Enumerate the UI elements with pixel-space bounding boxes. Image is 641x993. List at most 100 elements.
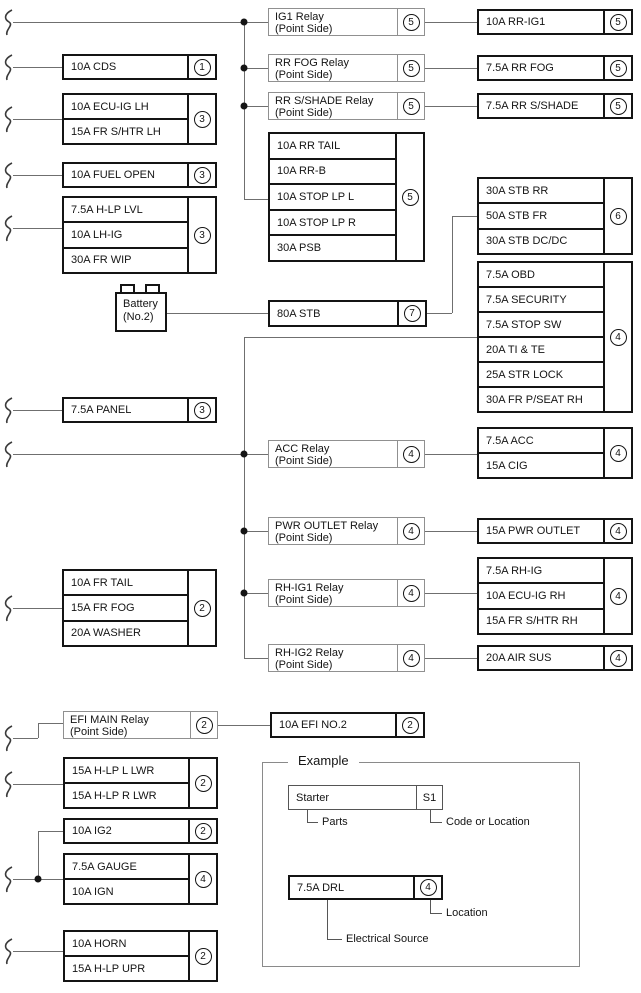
relay-label-line1: ACC Relay	[275, 443, 330, 455]
location-badge: 2	[194, 822, 212, 840]
location-badge: 4	[402, 584, 420, 602]
location-cell: 2	[188, 759, 216, 807]
location-cell: 4	[413, 877, 441, 898]
location-cell: 5	[397, 93, 424, 119]
location-badge: 6	[609, 207, 627, 225]
wire-segment	[425, 658, 477, 659]
fuse-box-air-sus: 20A AIR SUS 4	[477, 645, 633, 671]
wire-segment	[244, 106, 268, 107]
wire-segment	[13, 410, 62, 411]
fuse-label: 10A IG2	[72, 825, 112, 837]
fuse-label: 10A EFI NO.2	[279, 719, 347, 731]
wire-segment	[244, 658, 268, 659]
relay-label-line1: IG1 Relay	[275, 11, 324, 23]
fuse-box-hlp-lvl: 7.5A H-LP LVL 10A LH-IG 30A FR WIP 3	[62, 196, 217, 274]
location-badge: 5	[402, 97, 420, 115]
relay-label: RH-IG1 Relay (Point Side)	[269, 580, 397, 606]
junction-dot	[240, 589, 248, 597]
wire-segment	[244, 337, 245, 658]
fuse-label: 7.5A ACC	[479, 429, 603, 454]
wire-segment	[425, 593, 477, 594]
location-badge: 4	[402, 649, 420, 667]
fuse-label: 10A RR-IG1	[486, 16, 546, 28]
location-cell: 3	[187, 164, 215, 186]
location-badge: 5	[609, 13, 627, 31]
fuse-box-rh-block: 7.5A RH-IG 10A ECU-IG RH 15A FR S/HTR RH…	[477, 557, 633, 635]
location-cell: 5	[603, 57, 631, 79]
fuse-box-80a-stb: 80A STB 7	[268, 300, 427, 327]
fuse-label: 7.5A STOP SW	[479, 313, 603, 338]
location-cell: 3	[187, 198, 215, 272]
location-badge: 2	[195, 716, 213, 734]
location-badge: 4	[609, 649, 627, 667]
location-cell: 2	[395, 714, 423, 736]
relay-box-ig1: IG1 Relay (Point Side) 5	[268, 8, 425, 36]
fuse-box-cds: 10A CDS 1	[62, 54, 217, 80]
fuse-label: 15A H-LP R LWR	[72, 789, 157, 802]
fuse-label: 15A H-LP UPR	[72, 962, 146, 975]
wire-segment	[244, 199, 268, 200]
junction-dot	[34, 875, 42, 883]
relay-box-efi-main: EFI MAIN Relay (Point Side) 2	[63, 711, 218, 739]
relay-label-line2: (Point Side)	[275, 69, 333, 81]
fuse-label: 10A CDS	[71, 61, 117, 73]
wire-break-icon	[4, 162, 13, 189]
wire-segment	[244, 531, 268, 532]
location-badge: 3	[193, 401, 211, 419]
fuse-label: 7.5A SECURITY	[479, 288, 603, 313]
wire-segment	[244, 68, 268, 69]
wire-segment	[13, 228, 62, 229]
fuse-label: 15A PWR OUTLET	[486, 525, 581, 537]
fuse-label: 15A CIG	[486, 459, 528, 472]
relay-label: IG1 Relay (Point Side)	[269, 9, 397, 35]
relay-label-line2: (Point Side)	[70, 726, 128, 738]
location-cell: 2	[187, 571, 215, 645]
wire-break-icon	[4, 595, 13, 622]
location-cell: 2	[188, 820, 216, 842]
location-cell: 2	[188, 932, 216, 980]
relay-label-line1: PWR OUTLET Relay	[275, 520, 379, 532]
relay-box-acc: ACC Relay (Point Side) 4	[268, 440, 425, 468]
leader-line	[430, 822, 442, 823]
wire-segment	[13, 454, 268, 455]
location-cell: 4	[397, 645, 424, 671]
fuse-label: 7.5A OBD	[479, 263, 603, 288]
relay-box-rh-ig1: RH-IG1 Relay (Point Side) 4	[268, 579, 425, 607]
wire-segment	[38, 831, 63, 832]
wire-break-icon	[4, 938, 13, 965]
fuse-label: 30A STB RR	[479, 179, 603, 205]
fuse-label: 7.5A RH-IG	[479, 559, 603, 585]
junction-dot	[240, 102, 248, 110]
relay-label-line2: (Point Side)	[275, 594, 333, 606]
leader-line	[430, 810, 431, 823]
location-cell: 3	[187, 95, 215, 143]
fuse-label: 20A TI & TE	[479, 338, 603, 363]
location-cell: 5	[397, 55, 424, 81]
location-badge: 5	[401, 188, 419, 206]
relay-box-rr-fog: RR FOG Relay (Point Side) 5	[268, 54, 425, 82]
relay-label: PWR OUTLET Relay (Point Side)	[269, 518, 397, 544]
relay-box-pwr-outlet: PWR OUTLET Relay (Point Side) 4	[268, 517, 425, 545]
location-cell: 4	[397, 518, 424, 544]
relay-label-line1: RR FOG Relay	[275, 57, 349, 69]
fuse-label: 30A FR WIP	[71, 254, 132, 267]
relay-label-line1: EFI MAIN Relay	[70, 714, 149, 726]
location-cell: 4	[397, 580, 424, 606]
location-cell: 5	[395, 134, 423, 260]
fuse-box-panel: 7.5A PANEL 3	[62, 397, 217, 423]
relay-label-line2: (Point Side)	[275, 659, 333, 671]
location-cell: 3	[187, 399, 215, 421]
fuse-label: 7.5A PANEL	[71, 404, 132, 416]
wire-break-icon	[4, 441, 13, 468]
example-source-caption: Electrical Source	[346, 933, 429, 945]
wire-segment	[244, 22, 245, 200]
wire-break-icon	[4, 725, 13, 752]
wire-segment	[425, 68, 477, 69]
relay-label: RH-IG2 Relay (Point Side)	[269, 645, 397, 671]
relay-label-line2: (Point Side)	[275, 23, 333, 35]
location-badge: 2	[401, 716, 419, 734]
relay-label-line2: (Point Side)	[275, 107, 333, 119]
location-cell: 1	[187, 56, 215, 78]
fuse-label: 15A FR S/HTR RH	[486, 615, 578, 628]
